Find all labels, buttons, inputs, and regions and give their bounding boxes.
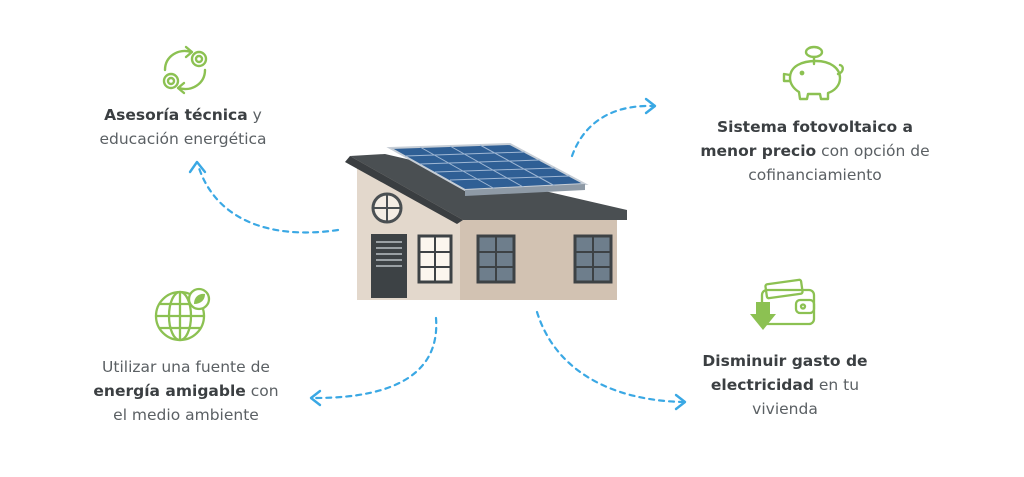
energia-bold2: energía amigable [93,382,246,400]
arrow-to-asesoria [196,163,340,234]
sistema-line3: cofinanciamiento [748,166,882,184]
energia-line3: el medio ambiente [113,406,259,424]
gasto-line3: vivienda [752,400,818,418]
energia-line1: Utilizar una fuente de [102,358,270,376]
asesoria-rest: y [247,106,262,124]
arrowhead-asesoria [188,160,207,174]
refresh-coins-icon [162,45,208,95]
arrow-to-gasto [535,310,684,404]
gasto-bold1: Disminuir gasto de [702,352,868,370]
sistema-bold2: menor precio [700,142,817,160]
gasto-bold2: electricidad [710,376,814,394]
arrowhead-gasto [674,393,687,411]
sistema-rest2: con opción de [816,142,930,160]
wallet-down-icon [750,278,816,330]
globe-leaf-icon [154,287,211,342]
text-energia: Utilizar una fuente de energía amigable … [76,355,296,427]
text-sistema: Sistema fotovoltaico a menor precio con … [675,115,955,187]
gasto-rest2: en tu [813,376,860,394]
asesoria-line2: educación energética [99,130,267,148]
arrowhead-energia [309,389,322,407]
sistema-line1: Sistema fotovoltaico a [716,118,914,136]
energia-rest2: con [245,382,279,400]
arrow-to-sistema [570,104,654,158]
arrow-to-energia [313,316,438,400]
solar-panel [386,142,589,196]
text-asesoria: Asesoría técnica y educación energética [78,103,288,151]
arrowhead-sistema [644,97,657,115]
asesoria-bold: Asesoría técnica [104,106,248,124]
text-gasto: Disminuir gasto de electricidad en tu vi… [680,349,890,421]
piggy-bank-icon [782,45,844,101]
solar-house [345,142,627,300]
